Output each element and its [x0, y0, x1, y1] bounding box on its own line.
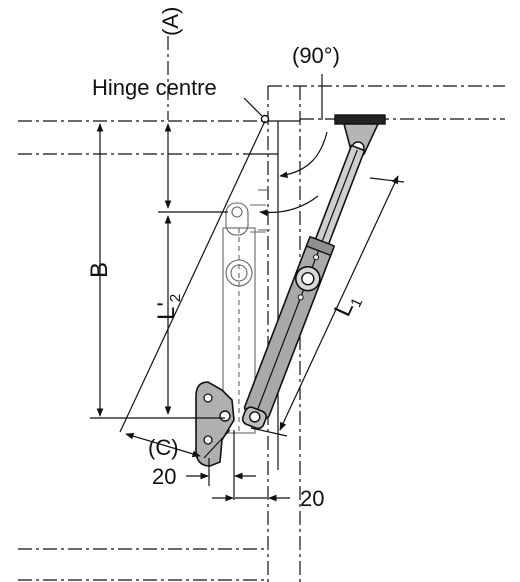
angle-label: (90°)	[292, 43, 340, 68]
dim-l1-label: L1	[329, 289, 366, 322]
dimension-b: B	[86, 123, 225, 419]
dimension-c: (C)	[119, 120, 266, 460]
hinge-axis: (A)	[158, 7, 183, 120]
cabinet-bracket	[195, 381, 235, 467]
dim-20-right-label: 20	[300, 486, 324, 511]
dimension-l2: L'2	[153, 123, 228, 415]
dim-l2-main: L'	[153, 302, 180, 320]
hinge-centre-label: Hinge centre	[92, 75, 217, 100]
hinge-centre-marker	[243, 97, 270, 124]
gas-strut	[241, 144, 366, 430]
dimension-20-left: 20	[152, 430, 256, 500]
dim-b-label: B	[86, 262, 113, 278]
angle-swing-arrow	[279, 131, 328, 179]
cabinet-outline	[18, 85, 505, 582]
axis-ref-label: (A)	[158, 7, 183, 36]
closed-strut-ghost	[222, 189, 270, 434]
angle-swing-arrow-lower	[259, 195, 319, 217]
dim-c-label: (C)	[148, 435, 179, 460]
dim-20-left-label: 20	[152, 464, 176, 489]
dimension-20-right: 20	[212, 486, 324, 511]
dim-l2-label: L'2	[153, 294, 184, 320]
dim-l2-sub: 2	[167, 294, 184, 302]
